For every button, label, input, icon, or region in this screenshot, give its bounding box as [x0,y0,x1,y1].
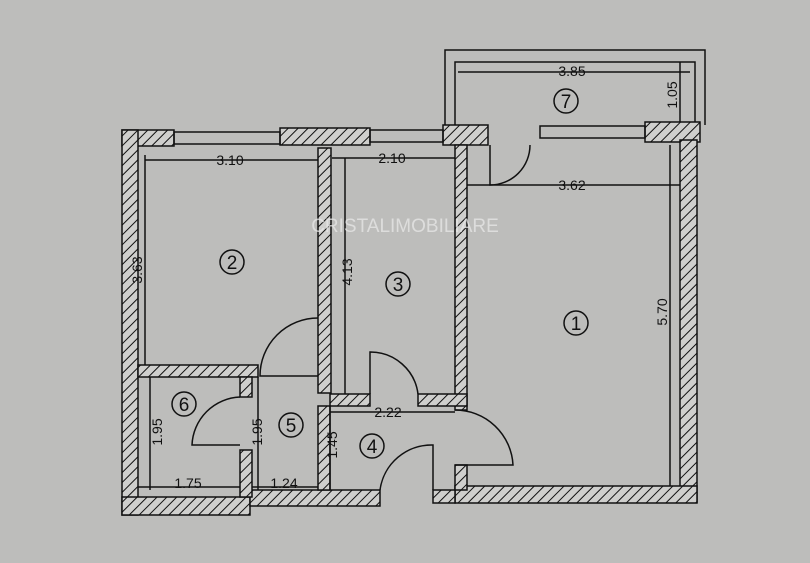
door-swing [454,409,514,466]
svg-text:4: 4 [367,437,378,458]
wall [329,393,371,407]
dim-room2-height: 3.63 [129,256,145,283]
wall [279,127,371,146]
wall [417,393,468,407]
svg-text:2: 2 [227,253,238,274]
door-swing [379,444,434,491]
room-3-label: 3 [385,271,411,297]
room-2-label: 2 [219,249,245,275]
walls [121,49,706,516]
door-swing [191,396,241,446]
window [173,131,281,145]
wall [454,464,468,491]
dim-room5-width: 1.24 [270,475,297,491]
balcony-outline [444,49,706,128]
door-swing [369,351,419,395]
dim-room6-width: 1.75 [174,475,201,491]
wall [644,121,701,143]
room-numbers: 1 2 3 4 5 6 7 [171,88,589,459]
wall [317,147,332,394]
dim-room3-width: 2.10 [378,150,405,166]
door-swing [259,317,319,377]
dim-hall-height: 1.45 [324,431,340,458]
wall [137,364,259,378]
dim-room5-height: 1.95 [249,418,265,445]
wall [121,496,251,516]
svg-text:3: 3 [393,275,404,296]
window [369,129,444,143]
dim-balcony-depth: 1.05 [664,81,680,108]
room-4-label: 4 [359,433,385,459]
dim-hall-width: 2.22 [374,404,401,420]
dim-room6-height: 1.95 [149,418,165,445]
dimension-lines [138,62,690,490]
dim-room1-height: 5.70 [654,298,670,325]
wall [454,485,698,504]
dim-room2-width: 3.10 [216,152,243,168]
dimension-labels: 3.85 1.05 3.10 3.63 2.10 4.13 3.62 5.70 … [129,63,680,491]
svg-text:7: 7 [561,92,572,113]
wall [239,376,253,398]
dim-room1-width: 3.62 [558,177,585,193]
svg-text:5: 5 [286,416,297,437]
wall [679,139,698,503]
wall [249,489,381,507]
room-1-label: 1 [563,310,589,336]
dim-room3-height: 4.13 [339,258,355,285]
watermark: CRISTALIMOBILIARE [311,216,499,237]
wall [432,489,456,504]
svg-text:6: 6 [179,395,190,416]
dim-balcony-width: 3.85 [558,63,585,79]
wall [442,124,489,146]
window [539,125,646,139]
room-7-label: 7 [553,88,579,114]
wall [454,144,468,411]
wall [121,129,139,516]
wall [239,449,253,498]
room-6-label: 6 [171,391,197,417]
svg-text:1: 1 [571,314,582,335]
room-5-label: 5 [278,412,304,438]
